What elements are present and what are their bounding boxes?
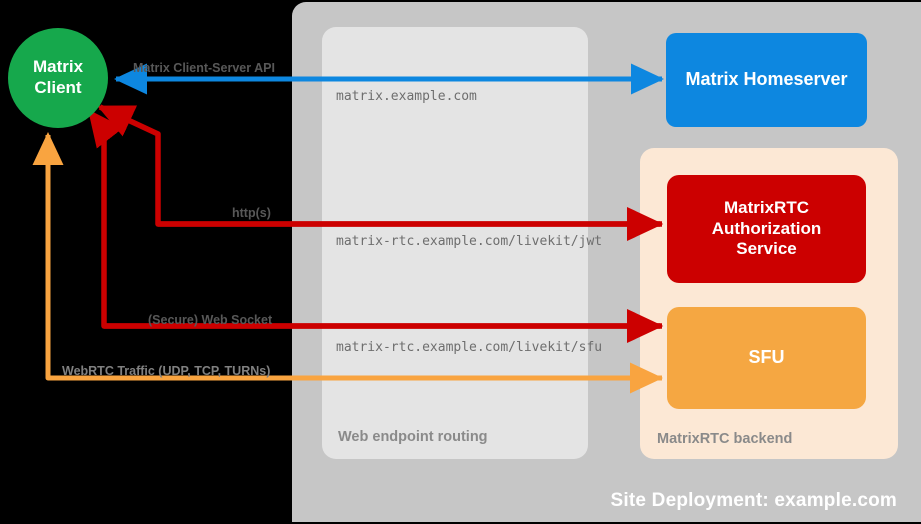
endpoint-livekit-sfu: matrix-rtc.example.com/livekit/sfu xyxy=(336,340,603,355)
connector-websocket xyxy=(87,109,662,329)
endpoint-livekit-jwt: matrix-rtc.example.com/livekit/jwt xyxy=(336,234,603,249)
node-matrix-client-line2: Client xyxy=(34,78,82,97)
site-deployment-title: Site Deployment: example.com xyxy=(610,490,897,511)
node-auth-line1: MatrixRTC xyxy=(723,197,809,217)
node-sfu[interactable]: SFU xyxy=(667,307,866,409)
node-matrix-homeserver[interactable]: Matrix Homeserver xyxy=(666,33,867,127)
connector-https xyxy=(97,104,662,227)
web-endpoint-routing-label: Web endpoint routing xyxy=(338,429,488,445)
node-auth-line2: Authorization xyxy=(711,218,822,238)
web-endpoint-routing-box: matrix.example.com matrix-rtc.example.co… xyxy=(322,27,602,459)
matrixrtc-backend-label: MatrixRTC backend xyxy=(657,431,793,447)
node-matrix-client[interactable]: Matrix Client xyxy=(8,28,108,128)
connector-label-https: http(s) xyxy=(232,206,271,220)
endpoint-matrix: matrix.example.com xyxy=(336,89,477,104)
connector-label-webrtc: WebRTC Traffic (UDP, TCP, TURNs) xyxy=(62,364,271,378)
node-matrixrtc-authorization-service[interactable]: MatrixRTC Authorization Service xyxy=(667,175,866,283)
node-matrix-homeserver-label: Matrix Homeserver xyxy=(685,69,848,90)
connector-label-client-server-api: Matrix Client-Server API xyxy=(133,61,275,75)
connector-label-websocket: (Secure) Web Socket xyxy=(148,313,273,327)
node-sfu-label: SFU xyxy=(748,347,785,368)
node-matrix-client-line1: Matrix xyxy=(32,57,84,77)
connector-webrtc xyxy=(32,132,662,381)
node-auth-line3: Service xyxy=(736,239,797,259)
